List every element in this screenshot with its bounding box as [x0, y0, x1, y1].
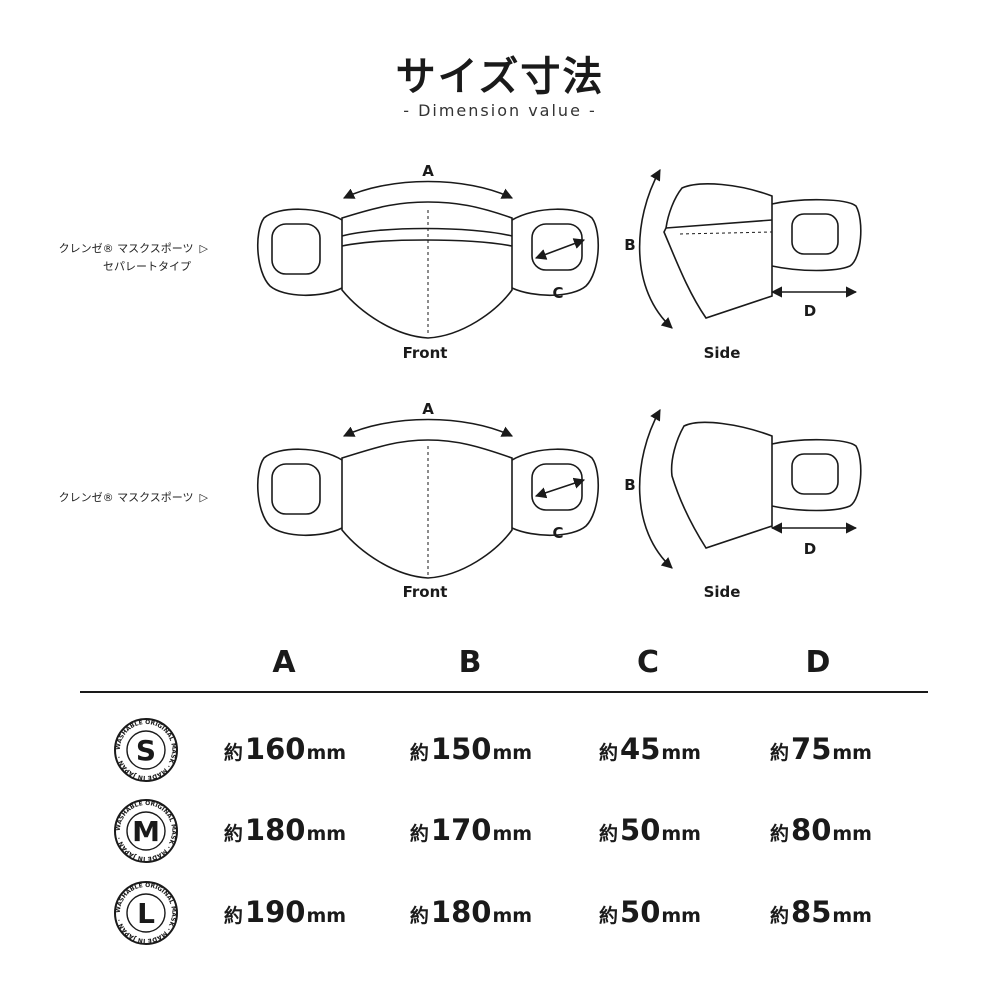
label-side-1: Side	[704, 344, 741, 362]
column-header-d: D	[805, 645, 831, 680]
unit-label: mm	[492, 823, 533, 845]
label-d-side-2: D	[804, 540, 816, 558]
size-badge-l: WASHABLE ORIGINAL MASK · MADE IN JAPAN ·…	[114, 881, 178, 945]
dimension-value: 80	[791, 813, 832, 847]
unit-label: mm	[492, 742, 533, 764]
unit-label: mm	[661, 742, 701, 764]
unit-label: mm	[661, 823, 701, 845]
front-view-separate	[256, 180, 600, 339]
approx-prefix: 約	[409, 742, 429, 764]
unit-label: mm	[832, 905, 872, 927]
label-c-front-1: C	[552, 284, 563, 302]
table-cell-l-c: 約50mm	[550, 895, 750, 929]
dimension-value: 160	[244, 732, 306, 766]
dimension-value: 50	[620, 813, 661, 847]
approx-prefix: 約	[223, 742, 243, 764]
unit-label: mm	[832, 742, 872, 764]
table-cell-l-b: 約180mm	[371, 895, 571, 929]
label-side-2: Side	[704, 583, 741, 601]
approx-prefix: 約	[409, 823, 429, 845]
approx-prefix: 約	[223, 823, 243, 845]
approx-prefix: 約	[599, 823, 619, 845]
table-cell-m-a: 約180mm	[185, 813, 385, 847]
size-letter-s: S	[136, 734, 156, 767]
variant-name-line1: クレンゼ® マスクスポーツ	[58, 491, 194, 504]
table-divider	[80, 691, 928, 693]
label-c-front-2: C	[552, 524, 563, 542]
page-subtitle: - Dimension value -	[403, 101, 597, 120]
label-d-side-1: D	[804, 302, 816, 320]
dimension-value: 190	[244, 895, 306, 929]
column-header-c: C	[636, 645, 660, 680]
side-view-separate	[638, 169, 862, 329]
dimension-value: 170	[430, 813, 492, 847]
size-badge-s: WASHABLE ORIGINAL MASK · MADE IN JAPAN ·…	[114, 718, 178, 782]
approx-prefix: 約	[599, 905, 619, 927]
variant-label-separate: クレンゼ® マスクスポーツ ▷ セパレートタイプ	[30, 240, 208, 276]
table-cell-s-d: 約75mm	[721, 732, 921, 766]
mask-diagrams: A C Front B D Side A C Front	[256, 162, 862, 601]
variant-label-standard: クレンゼ® マスクスポーツ ▷	[30, 489, 208, 507]
dimension-value: 75	[791, 732, 832, 766]
table-cell-l-a: 約190mm	[185, 895, 385, 929]
label-a-front-1: A	[422, 162, 434, 180]
triangle-right-icon: ▷	[199, 491, 208, 504]
approx-prefix: 約	[409, 905, 429, 927]
label-front-1: Front	[403, 344, 448, 362]
unit-label: mm	[306, 742, 347, 764]
dimension-value: 180	[244, 813, 306, 847]
label-b-side-1: B	[624, 236, 635, 254]
unit-label: mm	[832, 823, 872, 845]
label-a-front-2: A	[422, 400, 434, 418]
label-front-2: Front	[403, 583, 448, 601]
table-cell-m-b: 約170mm	[371, 813, 571, 847]
table-cell-s-b: 約150mm	[371, 732, 571, 766]
front-view-standard	[256, 418, 600, 579]
approx-prefix: 約	[599, 742, 619, 764]
table-cell-m-c: 約50mm	[550, 813, 750, 847]
table-cell-s-c: 約45mm	[550, 732, 750, 766]
size-letter-l: L	[137, 897, 155, 930]
page-title: サイズ寸法	[395, 54, 605, 100]
unit-label: mm	[306, 905, 347, 927]
approx-prefix: 約	[223, 905, 243, 927]
approx-prefix: 約	[770, 905, 790, 927]
table-cell-m-d: 約80mm	[721, 813, 921, 847]
label-b-side-2: B	[624, 476, 635, 494]
unit-label: mm	[661, 905, 701, 927]
dimension-value: 45	[620, 732, 661, 766]
dimension-value: 150	[430, 732, 492, 766]
column-header-a: A	[272, 645, 296, 680]
table-cell-l-d: 約85mm	[721, 895, 921, 929]
unit-label: mm	[306, 823, 347, 845]
size-badge-m: WASHABLE ORIGINAL MASK · MADE IN JAPAN ·…	[114, 799, 178, 863]
dimension-value: 180	[430, 895, 492, 929]
side-view-standard	[638, 409, 862, 569]
column-header-b: B	[458, 645, 482, 680]
size-letter-m: M	[132, 815, 160, 848]
dimension-value: 50	[620, 895, 661, 929]
unit-label: mm	[492, 905, 533, 927]
approx-prefix: 約	[770, 823, 790, 845]
dimension-value: 85	[791, 895, 832, 929]
approx-prefix: 約	[770, 742, 790, 764]
variant-name-line1: クレンゼ® マスクスポーツ	[58, 242, 194, 255]
triangle-right-icon: ▷	[199, 242, 208, 255]
variant-name-line2: セパレートタイプ	[103, 260, 191, 273]
table-cell-s-a: 約160mm	[185, 732, 385, 766]
